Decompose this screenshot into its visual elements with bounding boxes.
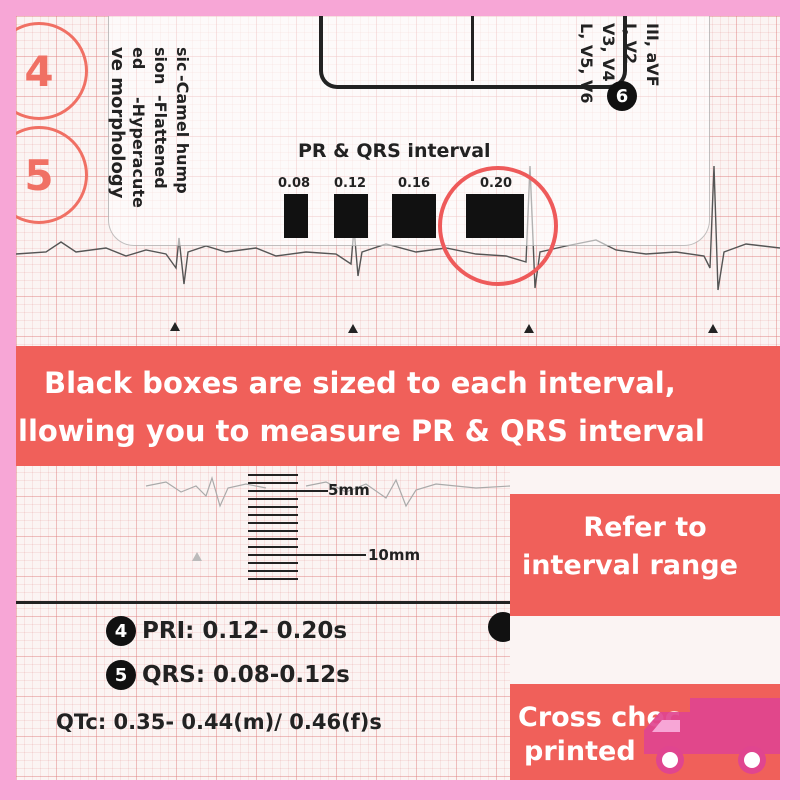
card-lead-text: sic [173, 47, 192, 72]
card-lead-text: ed [129, 47, 148, 70]
beat-marker [524, 324, 534, 333]
beat-marker [170, 322, 180, 331]
interval-label-0-12: 0.12 [334, 176, 367, 191]
card-descriptor-text: -Camel hump [173, 75, 192, 194]
interval-label-0-08: 0.08 [278, 176, 311, 191]
step-badge-label: 6 [615, 85, 629, 107]
ruler-tick [248, 498, 298, 500]
refer-panel: Refer to interval range [510, 494, 780, 616]
crosscheck-panel-line-2: printed [524, 736, 636, 767]
card-inner-box [319, 16, 627, 89]
qtc-range-text: QTc: 0.35- 0.44(m)/ 0.46(f)s [56, 710, 382, 734]
ecg-trace [16, 165, 780, 508]
ruler-tick [248, 474, 298, 476]
ruler-tick [248, 482, 298, 484]
step-badge-6: 6 [607, 81, 637, 111]
interval-box-0-12 [334, 194, 368, 238]
interval-box-0-08 [284, 194, 308, 238]
card-lead-text: sion [151, 47, 170, 85]
card-lead-group: I, V2 [621, 23, 640, 65]
ruler-tick [248, 522, 298, 524]
beat-marker [708, 324, 718, 333]
ruler-tick [248, 538, 298, 540]
card-edge-line [16, 601, 780, 604]
ruler-tick-10mm [248, 554, 366, 556]
ruler-label-5mm: 5mm [328, 481, 370, 499]
card-lead-group: III, aVF [643, 23, 662, 87]
card-descriptor-text: -Flattened [151, 95, 170, 189]
highlight-circle [438, 166, 558, 286]
card-descriptor-text: -Hyperacute [129, 97, 148, 208]
step-number-label: 5 [24, 150, 54, 200]
ruler-tick [248, 578, 298, 580]
caption-line-2: llowing you to measure PR & QRS interval [18, 414, 705, 448]
ruler-tick [248, 514, 298, 516]
ecg-ruler-photo: 4 5 ve morphology ed sion sic -Hyperacut… [16, 16, 780, 780]
refer-panel-line-2: interval range [522, 550, 738, 581]
pri-range: 4 PRI: 0.12- 0.20s [106, 616, 347, 646]
card-lead-group: L, V5, V6 [577, 23, 596, 104]
delivery-truck-icon [644, 698, 780, 774]
step-number-label: 4 [24, 46, 54, 96]
step-badge-label: 5 [114, 664, 128, 686]
ruler-tick-5mm [248, 490, 328, 492]
pr-qrs-interval-title: PR & QRS interval [298, 140, 491, 162]
ruler-tick [248, 546, 298, 548]
ruler-tick [248, 570, 298, 572]
caption-line-1: Black boxes are sized to each interval, [44, 366, 676, 400]
beat-marker [192, 552, 202, 561]
ruler-tick [248, 530, 298, 532]
refer-panel-line-1: Refer to [583, 512, 707, 543]
qrs-range-text: QRS: 0.08-0.12s [142, 662, 350, 688]
qrs-range: 5 QRS: 0.08-0.12s [106, 660, 350, 690]
ruler-label-10mm: 10mm [368, 546, 421, 564]
pri-range-text: PRI: 0.12- 0.20s [142, 618, 348, 644]
panel-gap [510, 466, 780, 494]
ruler-tick [248, 506, 298, 508]
step-badge-5: 5 [106, 660, 136, 690]
panel-gap [510, 616, 780, 684]
interval-label-0-16: 0.16 [398, 176, 431, 191]
caption-banner: Black boxes are sized to each interval, … [16, 346, 780, 466]
card-lead-text: ve morphology [107, 47, 128, 199]
card-lead-group: V3, V4 [599, 23, 618, 82]
step-badge-label: 4 [114, 620, 128, 642]
card-inner-divider [471, 16, 474, 81]
beat-marker [348, 324, 358, 333]
step-badge-4: 4 [106, 616, 136, 646]
ruler-tick [248, 562, 298, 564]
interval-box-0-16 [392, 194, 436, 238]
